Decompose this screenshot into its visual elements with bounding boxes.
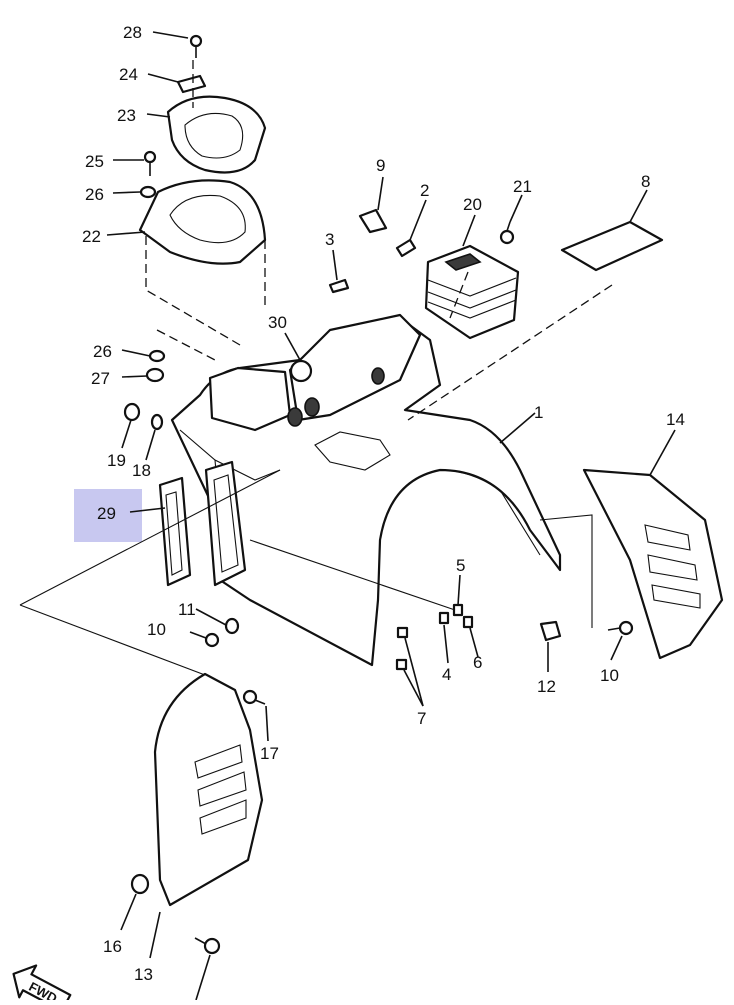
callout-7: 7 [417,709,426,728]
callout-22: 22 [82,227,101,246]
part-8 [560,220,664,272]
callout-29: 29 [97,504,116,523]
side-panel-14 [582,468,724,660]
nut-27 [145,367,165,383]
bolt-10-right [607,620,634,636]
assembly-lines [19,60,613,676]
leader-lines [106,31,676,1001]
callout-4: 4 [442,665,451,684]
clip-6 [462,615,474,629]
screw-21 [499,221,515,245]
part-3 [328,278,350,294]
fender-body [170,313,562,667]
washer-26-mid [148,349,166,363]
callout-1: 1 [534,403,543,422]
clip-5 [452,603,464,617]
callout-10-left: 10 [147,620,166,639]
bolt-10-left [189,631,220,648]
bolt-13 [194,937,221,955]
callout-11: 11 [178,600,196,619]
callout-9: 9 [376,156,385,175]
part-22 [138,179,267,265]
callout-16: 16 [103,937,122,956]
callout-28: 28 [123,23,142,42]
callout-14: 14 [666,410,685,429]
callout-25: 25 [85,152,104,171]
callout-27: 27 [91,369,110,388]
callout-20: 20 [463,195,482,214]
callout-5: 5 [456,556,465,575]
part-20 [424,244,520,340]
washer-11 [224,617,240,635]
callout-23: 23 [117,106,136,125]
washer-26-top [139,185,157,199]
callout-3: 3 [325,230,334,249]
callout-26-top: 26 [85,185,104,204]
part-24 [176,74,207,94]
clip-7b [395,658,408,671]
callout-12: 12 [537,677,556,696]
callout-26-mid: 26 [93,342,112,361]
callout-13: 13 [134,965,153,984]
grommet-16 [130,873,150,895]
callout-19: 19 [107,451,126,470]
callout-24: 24 [119,65,138,84]
callout-17: 17 [260,744,279,763]
washer-18 [150,413,164,431]
nut-12 [539,620,562,642]
side-panel-13 [153,672,264,907]
clip-4 [438,611,450,625]
callout-10-right: 10 [600,666,619,685]
fwd-arrow: FWD [12,964,72,1005]
callout-18: 18 [132,461,151,480]
clip-7a [396,626,409,639]
callout-labels: 28 24 23 25 26 22 9 2 20 21 8 3 30 26 27… [82,23,685,984]
bolt-17 [242,689,266,705]
part-2 [395,238,417,258]
highlight-box-29 [74,489,142,542]
callout-2: 2 [420,181,429,200]
part-23 [166,95,267,174]
side-bracket-29 [158,476,192,587]
callout-8: 8 [641,172,650,191]
bolt-28 [189,34,203,58]
callout-30: 30 [268,313,287,332]
nut-19 [123,402,141,422]
callout-6: 6 [473,653,482,672]
part-9 [358,208,388,234]
bolt-25 [143,150,157,176]
callout-21: 21 [513,177,532,196]
